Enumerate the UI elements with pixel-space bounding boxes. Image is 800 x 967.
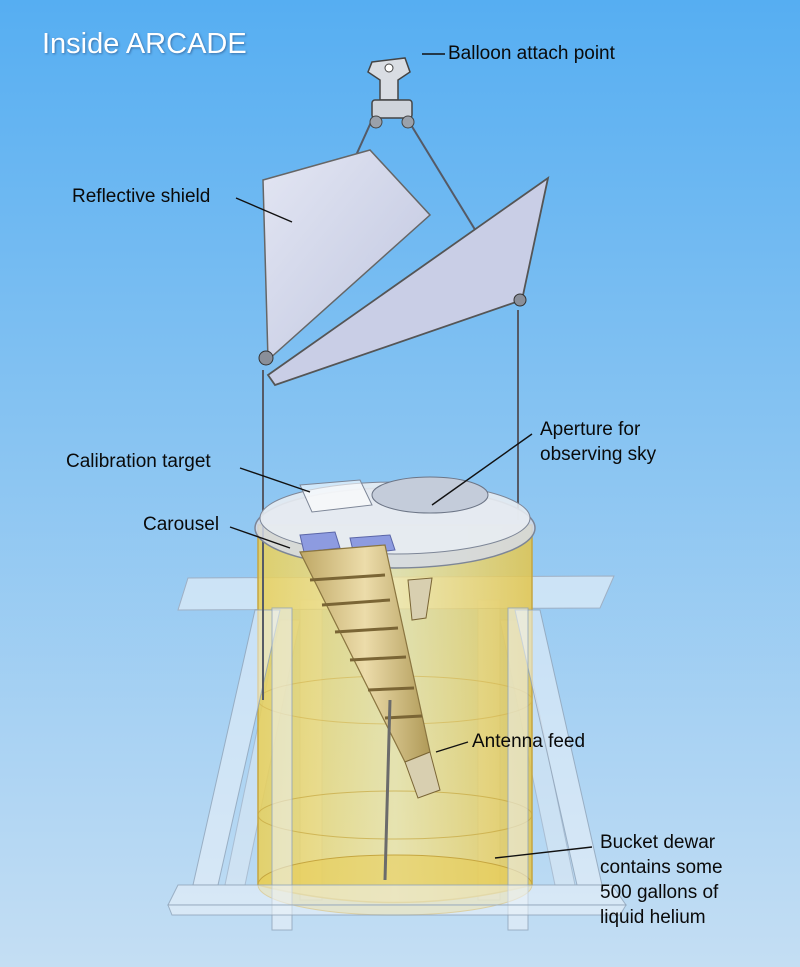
label-bucket-line4: liquid helium (600, 907, 706, 928)
label-calibration-target: Calibration target (66, 451, 211, 472)
leader-lines (229, 53, 593, 859)
diagram-title: Inside ARCADE (42, 28, 247, 60)
label-reflective-shield: Reflective shield (72, 186, 211, 207)
label-antenna-feed: Antenna feed (472, 731, 586, 752)
label-aperture-line1: Aperture for (540, 419, 641, 440)
label-aperture-line2: observing sky (540, 444, 657, 465)
label-bucket-line1: Bucket dewar (600, 832, 716, 853)
label-bucket-line2: contains some (600, 857, 723, 878)
carousel-disk (254, 476, 536, 569)
reflective-shield-panels (258, 149, 550, 387)
support-frame-front (167, 607, 627, 931)
label-balloon-attach-point: Balloon attach point (448, 43, 615, 64)
label-bucket-line3: 500 gallons of (600, 882, 719, 903)
antenna-horn (299, 544, 441, 881)
label-carousel: Carousel (143, 514, 220, 535)
balloon-attach-fitting (367, 57, 415, 129)
